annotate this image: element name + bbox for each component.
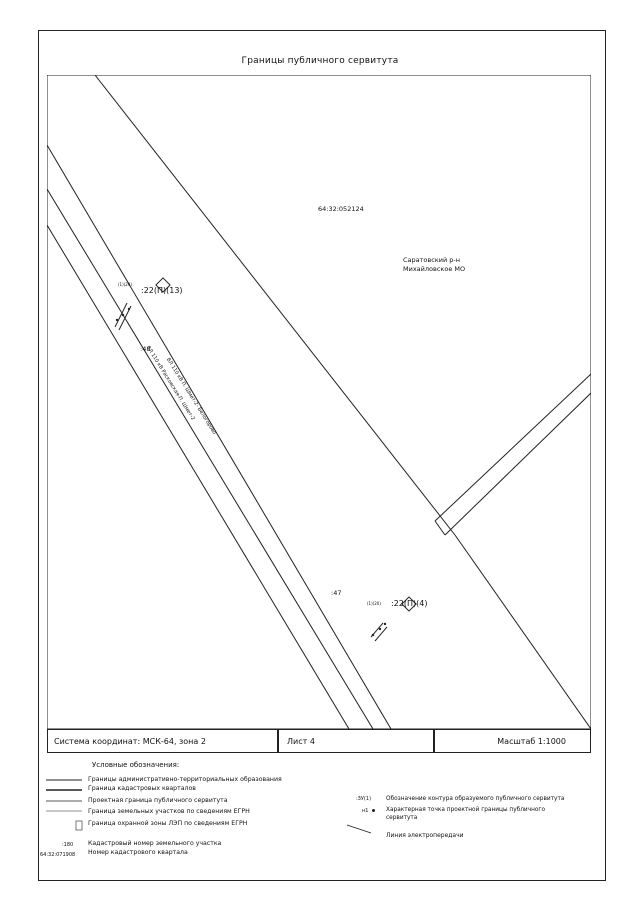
- scale-box: Масштаб 1:1000: [434, 729, 591, 753]
- legend-power-line-symbol: [346, 824, 372, 834]
- legend-item-3: Проектная граница публичного сервитута: [88, 797, 228, 804]
- region-label-1: Саратовский р-н: [403, 256, 460, 264]
- sheet-box: Лист 4: [278, 729, 434, 753]
- boundary-line: [94, 75, 456, 536]
- legend-item-6: Кадастровый номер земельного участка: [88, 840, 222, 847]
- legend-item-1: Границы административно-территориальных …: [88, 776, 282, 783]
- point-dot-icon: [372, 809, 376, 812]
- servitude-line: [114, 302, 128, 328]
- legend-right-item-3: Линия электропередачи: [386, 832, 464, 839]
- point-lower-label: :47: [331, 589, 342, 597]
- servitude-marker: [401, 596, 417, 612]
- drawing-frame: [38, 30, 606, 881]
- servitude-line: [374, 626, 388, 642]
- legend-sample-parcel: :180: [62, 842, 74, 848]
- page-title: Границы публичного сервитута: [241, 56, 399, 66]
- scale-text: Масштаб 1:1000: [497, 736, 566, 746]
- legend-sample-contour: :ЗУ(1): [356, 796, 372, 802]
- boundary-line: [47, 188, 374, 729]
- point-mid-label: :48: [140, 345, 151, 353]
- point-top-label: (1)(29): [118, 282, 132, 287]
- region-label-2: Михайловское МО: [403, 265, 466, 273]
- legend-sample-point: н1: [362, 808, 376, 814]
- point-top-parcel: :22(П)(13): [141, 286, 183, 295]
- road-line: [434, 520, 446, 536]
- legend-right-item-2: Характерная точка проектной границы публ…: [386, 807, 546, 821]
- legend-item-4: Граница земельных участков по сведениям …: [88, 808, 250, 815]
- coord-system-box: Система координат: МСК-64, зона 2: [47, 729, 278, 753]
- servitude-point: [127, 307, 131, 311]
- servitude-point: [378, 627, 382, 631]
- legend-sample-quarter: 64:32:071908: [40, 852, 76, 858]
- legend-item-2: Граница кадастровых кварталов: [88, 785, 196, 792]
- sheet-text: Лист 4: [287, 736, 315, 746]
- boundary-line: [47, 224, 350, 729]
- servitude-point: [115, 318, 119, 322]
- boundary-line: [47, 144, 392, 729]
- legend-item-5: Граница охранной зоны ЛЭП по сведениям Е…: [88, 820, 248, 827]
- servitude-point: [121, 313, 125, 317]
- servitude-point: [371, 633, 375, 637]
- servitude-marker: [155, 277, 171, 293]
- servitude-point: [383, 622, 387, 626]
- road-line: [444, 392, 591, 536]
- legend-heading: Условные обозначения:: [92, 761, 180, 769]
- point-bottom-parcel: :22(П)(4): [391, 599, 428, 608]
- legend-right-item-1: Обозначение контура образуемого публично…: [386, 796, 565, 802]
- road-line: [434, 373, 591, 522]
- map-area: [47, 75, 591, 729]
- parcel-number-label: 64:32:052124: [318, 205, 364, 213]
- point-bottom-label: (1)(20): [367, 601, 381, 606]
- legend-symbols: [46, 779, 83, 831]
- legend-sample-point-label: н1: [362, 808, 369, 814]
- coord-system-text: Система координат: МСК-64, зона 2: [54, 736, 206, 746]
- legend-item-7: Номер кадастрового квартала: [88, 849, 188, 856]
- boundary-line: [454, 534, 591, 729]
